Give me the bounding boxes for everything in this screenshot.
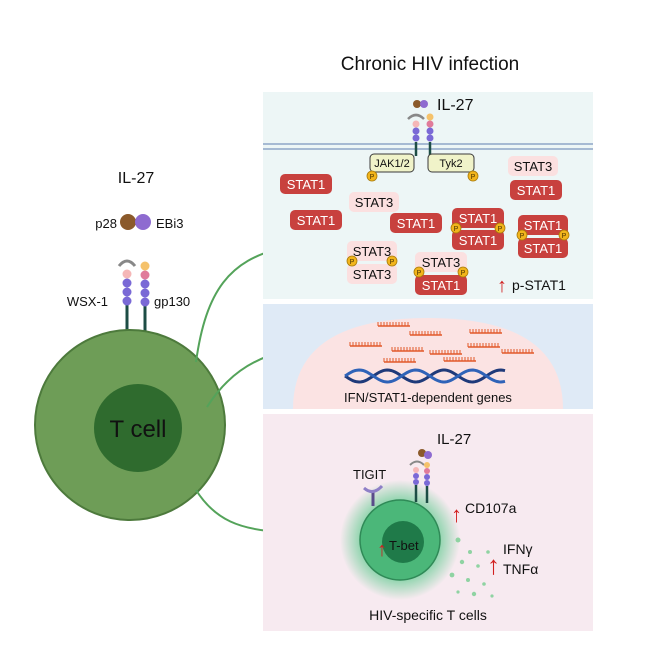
t-cell-label: T cell bbox=[110, 416, 167, 443]
il27-bound-receptor-icon bbox=[409, 449, 432, 503]
ebi3-subunit-icon bbox=[135, 214, 151, 230]
phospho-group: P bbox=[413, 266, 425, 278]
p28-label: p28 bbox=[95, 216, 117, 231]
phospho-group: P bbox=[457, 266, 469, 278]
secreted-cytokines-icon bbox=[449, 537, 494, 598]
stat1-molecule: STAT1 bbox=[518, 238, 568, 258]
tyk2-label: Tyk2 bbox=[439, 158, 462, 170]
jak12-label: JAK1/2 bbox=[374, 158, 409, 170]
tcells-caption: HIV-specific T cells bbox=[369, 607, 487, 623]
ebi3-label: EBi3 bbox=[156, 216, 183, 231]
gp130-receptor-icon bbox=[140, 261, 150, 340]
phospho-group: P bbox=[558, 229, 570, 241]
svg-text:STAT3: STAT3 bbox=[353, 244, 392, 259]
tnfa-label: TNFα bbox=[503, 561, 538, 577]
stat1-molecule: STAT1 bbox=[510, 180, 562, 200]
stat1-molecule: STAT1 bbox=[452, 208, 504, 228]
stat1-molecule: STAT1 bbox=[280, 174, 332, 194]
cd107a-label: CD107a bbox=[465, 500, 517, 516]
cd107a-up-arrow: ↑ bbox=[451, 502, 462, 527]
svg-text:P: P bbox=[454, 226, 459, 233]
svg-text:P: P bbox=[562, 233, 567, 240]
svg-text:STAT3: STAT3 bbox=[422, 255, 461, 270]
phospho-group: P bbox=[494, 222, 506, 234]
rna-transcripts bbox=[349, 322, 534, 363]
p28-subunit-icon bbox=[120, 214, 136, 230]
genes-caption: IFN/STAT1-dependent genes bbox=[344, 390, 512, 405]
left-section: IL-27 p28 EBi3 WSX-1 gp130 T cell bbox=[34, 170, 226, 521]
tigit-receptor-icon bbox=[363, 484, 384, 506]
tbet-up-arrow: ↑ bbox=[377, 539, 387, 561]
signaling-il27-label: IL-27 bbox=[437, 97, 474, 114]
svg-text:STAT3: STAT3 bbox=[353, 267, 392, 282]
phospho-group: P bbox=[366, 170, 378, 182]
stat1-molecule: STAT1 bbox=[390, 213, 442, 233]
t-cell-nucleus bbox=[94, 384, 182, 472]
gp130-label: gp130 bbox=[154, 294, 190, 309]
jak12-box bbox=[369, 153, 415, 173]
stat1-molecule: STAT1 bbox=[290, 210, 342, 230]
pstat1-label: p-STAT1 bbox=[512, 277, 566, 293]
tigit-label: TIGIT bbox=[353, 467, 386, 482]
phospho-group: P bbox=[467, 170, 479, 182]
svg-text:STAT1: STAT1 bbox=[459, 211, 498, 226]
svg-text:P: P bbox=[520, 233, 525, 240]
il27-receptor-complex-icon bbox=[407, 100, 434, 156]
svg-text:STAT1: STAT1 bbox=[459, 233, 498, 248]
pstat1-up-arrow: ↑ bbox=[497, 275, 507, 297]
dna-helix-icon bbox=[344, 368, 506, 384]
svg-text:STAT1: STAT1 bbox=[524, 218, 563, 233]
svg-text:P: P bbox=[471, 174, 476, 181]
svg-text:STAT1: STAT1 bbox=[287, 177, 326, 192]
wsx1-receptor-icon bbox=[117, 259, 137, 340]
wsx1-label: WSX-1 bbox=[67, 294, 108, 309]
svg-text:STAT1: STAT1 bbox=[397, 216, 436, 231]
svg-text:P: P bbox=[390, 259, 395, 266]
panel-tcells: ↑ T-bet TIGIT IL-27 ↑ CD107a ↑ IFNγ TNFα bbox=[263, 414, 593, 631]
tcells-il27-label: IL-27 bbox=[437, 431, 471, 448]
stat3-molecule: STAT3 bbox=[349, 192, 399, 212]
svg-text:STAT1: STAT1 bbox=[297, 213, 336, 228]
tbet-label: T-bet bbox=[389, 538, 419, 553]
svg-text:P: P bbox=[370, 174, 375, 181]
stat1-molecule: STAT1 bbox=[452, 230, 504, 250]
phospho-group: P bbox=[450, 222, 462, 234]
phospho-group: P bbox=[346, 255, 358, 267]
phospho-group: P bbox=[386, 255, 398, 267]
figure-title: Chronic HIV infection bbox=[341, 54, 519, 75]
phospho-group: P bbox=[516, 229, 528, 241]
stat3-molecule: STAT3 bbox=[508, 156, 558, 176]
stat3-molecule: STAT3 bbox=[347, 241, 397, 261]
stat1-molecule: STAT1 bbox=[415, 275, 467, 295]
svg-text:STAT3: STAT3 bbox=[355, 195, 394, 210]
svg-text:STAT1: STAT1 bbox=[524, 241, 563, 256]
svg-text:P: P bbox=[498, 226, 503, 233]
cytokines-up-arrow: ↑ bbox=[487, 550, 500, 580]
svg-text:STAT1: STAT1 bbox=[517, 183, 556, 198]
hiv-tcell-nucleus bbox=[382, 521, 424, 563]
ifng-label: IFNγ bbox=[503, 541, 533, 557]
svg-text:P: P bbox=[461, 270, 466, 277]
stat3-molecule: STAT3 bbox=[415, 252, 467, 272]
stat1-molecule: STAT1 bbox=[518, 215, 568, 235]
svg-text:P: P bbox=[417, 270, 422, 277]
svg-text:P: P bbox=[350, 259, 355, 266]
il27-label: IL-27 bbox=[118, 170, 155, 187]
svg-text:STAT1: STAT1 bbox=[422, 278, 461, 293]
panel-genes: IFN/STAT1-dependent genes bbox=[263, 304, 593, 409]
nucleus-shape bbox=[293, 318, 563, 409]
stat3-molecule: STAT3 bbox=[347, 264, 397, 284]
tyk2-box bbox=[427, 153, 475, 173]
svg-text:STAT3: STAT3 bbox=[514, 159, 553, 174]
